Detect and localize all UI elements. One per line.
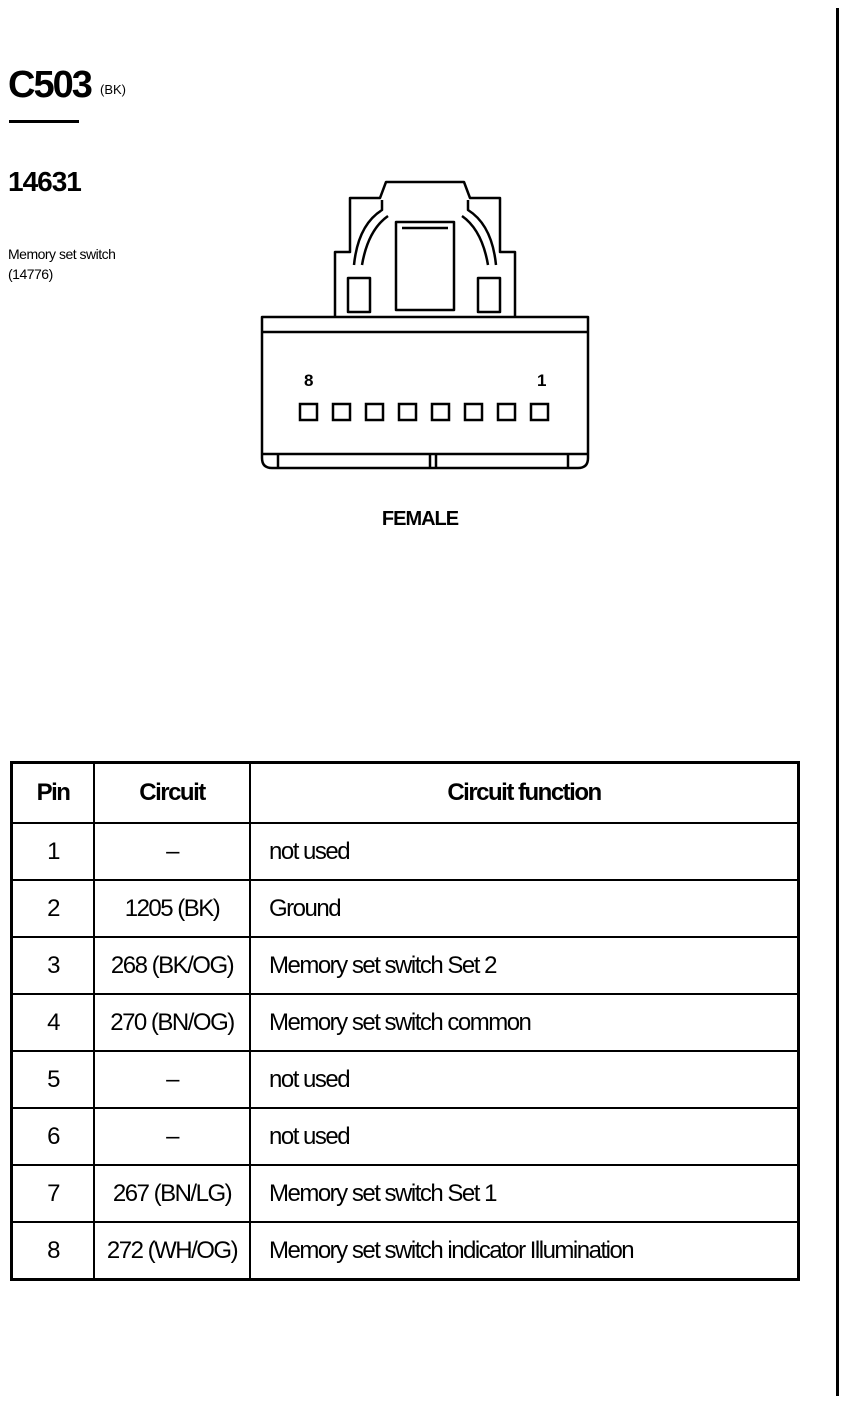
function-cell: not used bbox=[249, 1050, 800, 1109]
function-cell: Memory set switch Set 1 bbox=[249, 1164, 800, 1223]
component-part-number: (14776) bbox=[8, 266, 53, 282]
circuit-cell: – bbox=[93, 1050, 251, 1109]
pin-cell: 3 bbox=[10, 936, 95, 995]
part-number: 14631 bbox=[8, 166, 82, 197]
connector-id-underline bbox=[9, 120, 79, 123]
component-name: Memory set switch bbox=[8, 246, 116, 262]
connector-color: (BK) bbox=[100, 82, 126, 97]
circuit-cell: – bbox=[93, 822, 251, 881]
header-circuit-function: Circuit function bbox=[249, 761, 800, 824]
right-border-rule bbox=[836, 8, 839, 1396]
connector-id: C503 bbox=[8, 64, 93, 106]
function-cell: Memory set switch Set 2 bbox=[249, 936, 800, 995]
pin-cell: 6 bbox=[10, 1107, 95, 1166]
circuit-cell: 268 (BK/OG) bbox=[93, 936, 251, 995]
table-row: 4 270 (BN/OG) Memory set switch common bbox=[10, 993, 800, 1052]
component-description: Memory set switch (14776) bbox=[8, 244, 116, 284]
pin-cell: 4 bbox=[10, 993, 95, 1052]
table-row: 3 268 (BK/OG) Memory set switch Set 2 bbox=[10, 936, 800, 995]
function-cell: Memory set switch indicator Illumination bbox=[249, 1221, 800, 1281]
pin-label-1: 1 bbox=[537, 371, 546, 390]
pin-cell: 8 bbox=[10, 1221, 95, 1281]
circuit-cell: 270 (BN/OG) bbox=[93, 993, 251, 1052]
pinout-table: Pin Circuit Circuit function 1 – not use… bbox=[10, 761, 800, 1281]
header-pin: Pin bbox=[10, 761, 95, 824]
pin-label-8: 8 bbox=[304, 371, 313, 390]
table-row: 7 267 (BN/LG) Memory set switch Set 1 bbox=[10, 1164, 800, 1223]
pin-cavity-1 bbox=[529, 402, 550, 422]
pin-cell: 5 bbox=[10, 1050, 95, 1109]
function-cell: not used bbox=[249, 1107, 800, 1166]
table-row: 8 272 (WH/OG) Memory set switch indicato… bbox=[10, 1221, 800, 1281]
function-cell: not used bbox=[249, 822, 800, 881]
pin-cavity-6 bbox=[364, 402, 385, 422]
connector-gender-label: FEMALE bbox=[381, 508, 459, 530]
header-circuit: Circuit bbox=[93, 761, 251, 824]
pin-cavities bbox=[298, 402, 550, 422]
circuit-cell: – bbox=[93, 1107, 251, 1166]
table-header-row: Pin Circuit Circuit function bbox=[10, 761, 800, 824]
connector-face-diagram: 8 1 bbox=[260, 180, 590, 470]
pin-cell: 2 bbox=[10, 879, 95, 938]
pin-cavity-3 bbox=[463, 402, 484, 422]
table-row: 1 – not used bbox=[10, 822, 800, 881]
pin-cavity-4 bbox=[430, 402, 451, 422]
circuit-cell: 272 (WH/OG) bbox=[93, 1221, 251, 1281]
pin-cell: 7 bbox=[10, 1164, 95, 1223]
pin-cavity-8 bbox=[298, 402, 319, 422]
pin-cavity-2 bbox=[496, 402, 517, 422]
circuit-cell: 1205 (BK) bbox=[93, 879, 251, 938]
table-row: 2 1205 (BK) Ground bbox=[10, 879, 800, 938]
table-row: 5 – not used bbox=[10, 1050, 800, 1109]
table-row: 6 – not used bbox=[10, 1107, 800, 1166]
pin-cavity-7 bbox=[331, 402, 352, 422]
pin-cell: 1 bbox=[10, 822, 95, 881]
function-cell: Ground bbox=[249, 879, 800, 938]
pin-cavity-5 bbox=[397, 402, 418, 422]
function-cell: Memory set switch common bbox=[249, 993, 800, 1052]
circuit-cell: 267 (BN/LG) bbox=[93, 1164, 251, 1223]
